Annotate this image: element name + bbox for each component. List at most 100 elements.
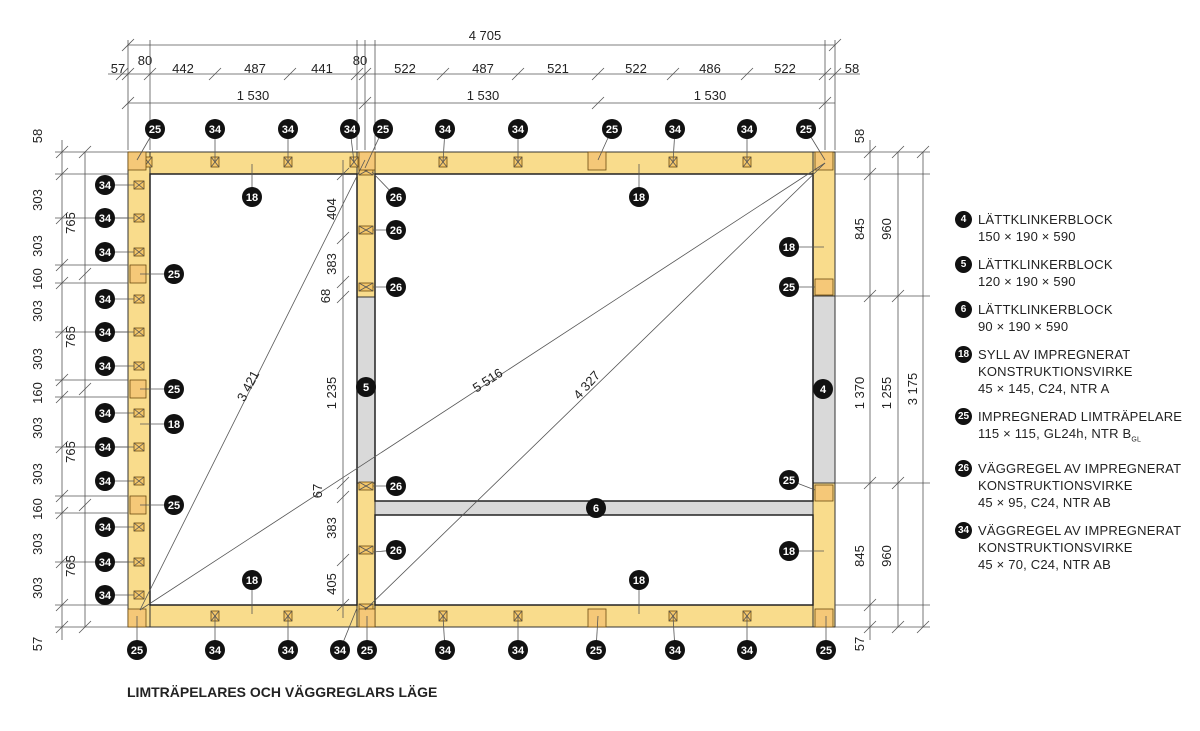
marker-34: 34 <box>435 119 455 139</box>
marker-circle <box>796 119 816 139</box>
marker-circle <box>95 471 115 491</box>
marker-label: 34 <box>99 476 112 488</box>
marker-34: 34 <box>95 242 115 262</box>
dimension-label: 160 <box>30 382 45 404</box>
marker-label: 18 <box>783 546 795 558</box>
dimension-label: 522 <box>625 61 647 76</box>
dimension-tick <box>436 67 450 81</box>
legend-badge: 6 <box>955 301 972 318</box>
dimension-tick <box>78 620 92 634</box>
dimension-tick <box>336 167 350 181</box>
marker-18: 18 <box>629 570 649 590</box>
diagonal-label: 5 516 <box>470 365 505 395</box>
marker-circle <box>278 119 298 139</box>
dimension-label: 303 <box>30 417 45 439</box>
dimension-label: 67 <box>310 484 325 498</box>
stud-cross <box>133 557 145 567</box>
dimension-label: 303 <box>30 463 45 485</box>
marker-circle <box>95 356 115 376</box>
stud-cross <box>133 408 145 418</box>
marker-18: 18 <box>242 187 262 207</box>
stud-cross <box>358 545 374 555</box>
dimension-tick <box>336 231 350 245</box>
legend-badge: 5 <box>955 256 972 273</box>
marker-circle <box>435 119 455 139</box>
marker-25: 25 <box>373 119 393 139</box>
dimension-tick <box>916 620 930 634</box>
marker-34: 34 <box>330 640 350 660</box>
dimension-label: 58 <box>852 129 867 143</box>
dimension-label: 80 <box>353 53 367 68</box>
marker-label: 5 <box>363 382 369 394</box>
marker-25: 25 <box>164 379 184 399</box>
legend-line: 45 × 95, C24, NTR AB <box>978 494 1111 510</box>
marker-34: 34 <box>435 640 455 660</box>
marker-label: 25 <box>377 124 389 136</box>
marker-25: 25 <box>164 264 184 284</box>
dimension-label: 57 <box>30 637 45 651</box>
marker-circle <box>127 640 147 660</box>
dimension-tick <box>336 275 350 289</box>
marker-circle <box>95 175 115 195</box>
dimension-label: 80 <box>138 53 152 68</box>
post <box>814 608 834 628</box>
marker-label: 18 <box>783 242 795 254</box>
marker-34: 34 <box>95 175 115 195</box>
stud-cross <box>133 247 145 257</box>
marker-18: 18 <box>242 570 262 590</box>
post <box>814 151 834 171</box>
dimension-label: 58 <box>30 129 45 143</box>
marker-18: 18 <box>779 541 799 561</box>
legend-line: 150 × 190 × 590 <box>978 229 1076 244</box>
marker-34: 34 <box>95 356 115 376</box>
dimension-label: 960 <box>879 218 894 240</box>
marker-18: 18 <box>164 414 184 434</box>
dimension-label: 303 <box>30 348 45 370</box>
marker-circle <box>95 517 115 537</box>
dimension-label: 405 <box>324 573 339 595</box>
stud-cross <box>133 294 145 304</box>
marker-circle <box>373 119 393 139</box>
legend-line: VÄGGREGEL AV IMPREGNERAT <box>978 460 1182 476</box>
marker-circle <box>386 187 406 207</box>
marker-circle <box>508 119 528 139</box>
marker-25: 25 <box>357 640 377 660</box>
marker-circle <box>278 640 298 660</box>
marker-label: 34 <box>99 522 112 534</box>
dimension-tick <box>78 145 92 159</box>
marker-label: 34 <box>669 124 682 136</box>
dimension-label: 765 <box>63 326 78 348</box>
dimension-tick <box>336 290 350 304</box>
marker-34: 34 <box>508 119 528 139</box>
marker-34: 34 <box>95 585 115 605</box>
dimension-label: 441 <box>311 61 333 76</box>
bottom-wall <box>127 604 836 628</box>
marker-label: 34 <box>99 442 112 454</box>
dimension-tick <box>208 67 222 81</box>
marker-34: 34 <box>95 552 115 572</box>
stud-cross <box>133 361 145 371</box>
dimension-tick <box>78 267 92 281</box>
marker-label: 25 <box>590 645 602 657</box>
marker-26: 26 <box>386 540 406 560</box>
dimension-label: 303 <box>30 189 45 211</box>
marker-circle <box>816 640 836 660</box>
marker-label: 34 <box>512 645 525 657</box>
dimension-label: 383 <box>324 517 339 539</box>
marker-34: 34 <box>205 119 225 139</box>
marker-circle <box>95 242 115 262</box>
dimension-tick <box>891 289 905 303</box>
marker-4: 4 <box>813 379 833 399</box>
marker-34: 34 <box>95 322 115 342</box>
marker-label: 26 <box>390 225 402 237</box>
marker-26: 26 <box>386 187 406 207</box>
dimension-tick <box>740 67 754 81</box>
legend-line: 115 × 115, GL24h, NTR BGL <box>978 426 1142 444</box>
dimension-label: 1 255 <box>879 377 894 410</box>
marker-label: 34 <box>99 213 112 225</box>
legend-badge: 26 <box>955 459 972 477</box>
dimension-tick <box>78 382 92 396</box>
